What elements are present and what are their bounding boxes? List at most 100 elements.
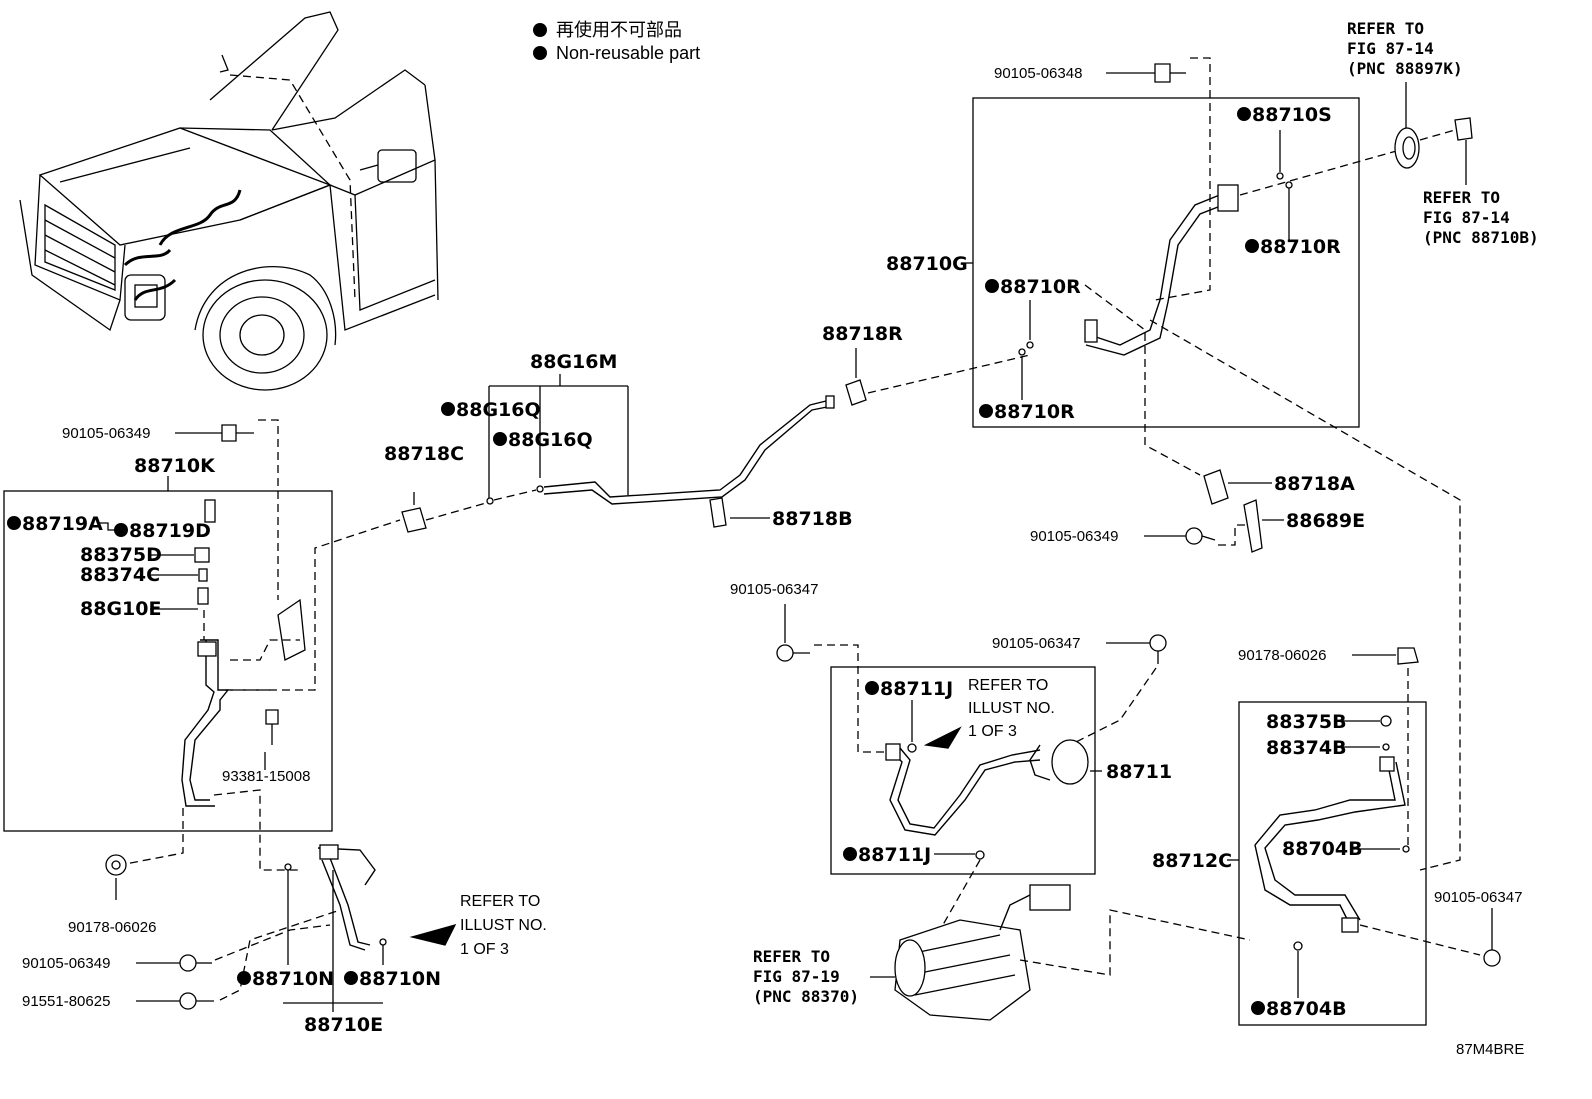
part-label-88712C[interactable]: 88712C (1152, 850, 1232, 872)
box-88710G: 88710G 90105-06348 88710S 88710R 88710R … (886, 57, 1461, 871)
part-label-90105-06349[interactable]: 90105-06349 (22, 955, 110, 972)
bracket-icon[interactable] (230, 598, 306, 661)
clamp-icon[interactable] (1203, 469, 1229, 505)
bolt-icon[interactable] (776, 644, 810, 662)
refer-note[interactable]: 1 OF 3 (460, 941, 509, 958)
part-label-88710E[interactable]: 88710E (304, 1014, 383, 1036)
clamp-icon[interactable] (401, 507, 427, 533)
refer-note[interactable]: FIG 87-19 (753, 967, 840, 986)
part-label-90105-06347[interactable]: 90105-06347 (1434, 889, 1522, 906)
bolt-icon[interactable] (265, 709, 279, 745)
valve-core-icon[interactable] (1382, 743, 1390, 751)
part-label-90105-06348[interactable]: 90105-06348 (994, 65, 1082, 82)
refer-top: REFER TO FIG 87-14 (PNC 88897K) REFER TO… (1347, 19, 1539, 247)
refer-note[interactable]: (PNC 88710B) (1423, 228, 1539, 247)
part-label-88704B[interactable]: 88704B (1282, 838, 1363, 860)
part-label-88711J[interactable]: 88711J (880, 678, 953, 700)
part-label-88711[interactable]: 88711 (1106, 761, 1172, 783)
part-label-88374C[interactable]: 88374C (80, 564, 160, 586)
pipe-88G16M[interactable] (543, 395, 835, 505)
pressure-sensor-icon[interactable] (204, 499, 216, 523)
arrow-icon (409, 923, 457, 946)
cap-icon[interactable] (1380, 715, 1392, 727)
bolt-icon[interactable] (179, 954, 212, 972)
vehicle-illustration (19, 11, 439, 391)
refer-note[interactable]: REFER TO (460, 893, 540, 910)
refer-note[interactable]: (PNC 88370) (753, 987, 859, 1006)
pipe-end-icon[interactable] (1454, 117, 1473, 141)
refer-note[interactable]: FIG 87-14 (1423, 208, 1510, 227)
valve-icon[interactable] (197, 587, 209, 605)
nut-icon[interactable] (105, 854, 127, 876)
cap-icon[interactable] (194, 547, 210, 563)
part-label-88689E[interactable]: 88689E (1286, 510, 1365, 532)
figure-code: 87M4BRE (1456, 1041, 1524, 1058)
bolt-icon[interactable] (179, 992, 214, 1010)
refer-note[interactable]: ILLUST NO. (968, 700, 1055, 717)
part-label-90105-06347[interactable]: 90105-06347 (730, 581, 818, 598)
part-label-91551-80625[interactable]: 91551-80625 (22, 993, 110, 1010)
clamp-icon[interactable] (709, 497, 727, 528)
part-label-90105-06349[interactable]: 90105-06349 (62, 425, 150, 442)
part-label-88710G[interactable]: 88710G (886, 253, 968, 275)
part-label-88375D[interactable]: 88375D (80, 544, 162, 566)
part-label-88710R[interactable]: 88710R (1260, 236, 1341, 258)
part-label-88G10E[interactable]: 88G10E (80, 598, 161, 620)
part-label-88718C[interactable]: 88718C (384, 443, 464, 465)
part-label-88374B[interactable]: 88374B (1266, 737, 1347, 759)
bolt-icon[interactable] (1149, 634, 1167, 664)
part-label-88704B[interactable]: 88704B (1266, 998, 1347, 1020)
pipe-88710G[interactable] (1084, 184, 1239, 356)
part-label-88710N[interactable]: 88710N (359, 968, 441, 990)
valve-core-icon[interactable] (198, 568, 208, 582)
part-label-88719A[interactable]: 88719A (22, 513, 103, 535)
refer-note[interactable]: 1 OF 3 (968, 723, 1017, 740)
grommet-icon[interactable] (1394, 127, 1420, 169)
legend: 再使用不可部品 Non-reusable part (533, 20, 700, 63)
refer-note[interactable]: ILLUST NO. (460, 917, 547, 934)
part-label-88718B[interactable]: 88718B (772, 508, 853, 530)
part-label-88710K[interactable]: 88710K (134, 455, 216, 477)
refer-note[interactable]: REFER TO (1347, 19, 1424, 38)
legend-english: Non-reusable part (556, 43, 700, 63)
part-label-88711J[interactable]: 88711J (858, 844, 931, 866)
refer-note[interactable]: REFER TO (1423, 188, 1500, 207)
bracket-icon[interactable] (1243, 499, 1263, 553)
refer-note[interactable]: REFER TO (753, 947, 830, 966)
pipe-88710K[interactable] (181, 639, 230, 807)
bolt-icon[interactable] (1483, 949, 1501, 967)
part-label-90178-06026[interactable]: 90178-06026 (68, 919, 156, 936)
clamp-icon[interactable] (845, 379, 867, 406)
hose-88711[interactable] (885, 739, 1089, 836)
part-label-88718A[interactable]: 88718A (1274, 473, 1355, 495)
part-label-88710S[interactable]: 88710S (1252, 104, 1332, 126)
part-label-88710N[interactable]: 88710N (252, 968, 334, 990)
part-label-88710R[interactable]: 88710R (1000, 276, 1081, 298)
part-label-88G16Q[interactable]: 88G16Q (508, 429, 593, 451)
part-label-90105-06349[interactable]: 90105-06349 (1030, 528, 1118, 545)
bolt-icon[interactable] (1154, 63, 1186, 83)
bolt-icon[interactable] (1185, 527, 1216, 545)
refer-note[interactable]: (PNC 88897K) (1347, 59, 1463, 78)
part-label-88710R[interactable]: 88710R (994, 401, 1075, 423)
part-label-90105-06347[interactable]: 90105-06347 (992, 635, 1080, 652)
part-label-88375B[interactable]: 88375B (1266, 711, 1347, 733)
refer-note[interactable]: FIG 87-14 (1347, 39, 1434, 58)
part-label-88718R[interactable]: 88718R (822, 323, 903, 345)
group-box (1238, 701, 1427, 1026)
box-88712C: 90178-06026 88375B 88374B 88704B 88712C … (1152, 647, 1522, 1026)
lower-left-parts: 90178-06026 90105-06349 91551-80625 8871… (22, 808, 547, 1036)
pipe-88710E[interactable] (317, 844, 376, 951)
part-label-88G16Q[interactable]: 88G16Q (456, 399, 541, 421)
part-label-90178-06026[interactable]: 90178-06026 (1238, 647, 1326, 664)
refer-note[interactable]: REFER TO (968, 677, 1048, 694)
nut-icon[interactable] (1397, 647, 1419, 665)
hose-88712C[interactable] (1254, 756, 1406, 933)
part-label-88719D[interactable]: 88719D (129, 520, 211, 542)
box-88710K: 88710K 90105-06349 88719A 88719D 88375D … (3, 419, 333, 871)
pipe-88G16M-group: 88718C 88G16M 88G16Q 88G16Q 88718B 88718… (230, 323, 1031, 691)
bolt-icon[interactable] (221, 424, 254, 442)
part-label-88G16M[interactable]: 88G16M (530, 351, 617, 373)
part-label-93381-15008[interactable]: 93381-15008 (222, 768, 310, 785)
compressor-illustration[interactable]: REFER TO FIG 87-19 (PNC 88370) (753, 884, 1251, 1021)
